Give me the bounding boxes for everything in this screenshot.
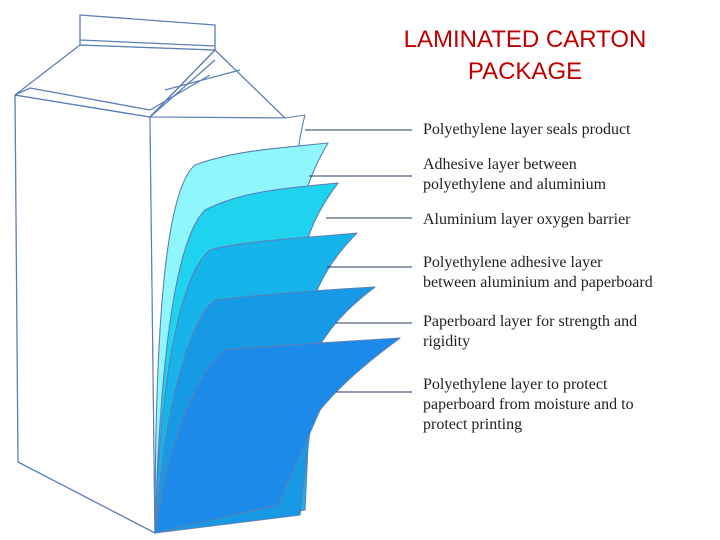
layer-label-5: Polyethylene layer to protect paperboard… <box>423 375 718 435</box>
layer-label-0-line-1: Polyethylene layer seals product <box>423 121 631 138</box>
diagram-title-line-2: PACKAGE <box>467 58 583 85</box>
layer-label-1-line-2: polyethylene and aluminium <box>423 176 607 193</box>
layer-label-1-line-1: Adhesive layer between <box>423 156 577 173</box>
layer-label-0: Polyethylene layer seals product <box>423 120 718 140</box>
layer-label-1: Adhesive layer between polyethylene and … <box>423 155 718 195</box>
layer-label-4-line-2: rigidity <box>423 333 471 350</box>
layer-label-2: Aluminium layer oxygen barrier <box>423 210 718 230</box>
layer-label-2-line-1: Aluminium layer oxygen barrier <box>423 211 631 228</box>
carton-front-face <box>14 94 156 534</box>
layer-label-3: Polyethylene adhesive layer between alum… <box>423 253 718 293</box>
leader-lines <box>305 129 412 393</box>
layer-label-5-line-1: Polyethylene layer to protect <box>423 376 608 393</box>
carton-roof-crease-4 <box>164 69 241 91</box>
diagram-title: LAMINATED CARTON PACKAGE <box>340 24 710 88</box>
carton-fin-crease <box>79 39 216 47</box>
carton-roof-crease <box>14 87 151 111</box>
layer-label-4-line-1: Paperboard layer for strength and <box>423 313 638 330</box>
layer-label-3-line-2: between aluminium and paperboard <box>423 274 653 291</box>
layer-label-4: Paperboard layer for strength and rigidi… <box>423 312 718 352</box>
layer-label-3-line-1: Polyethylene adhesive layer <box>423 254 603 271</box>
layer-label-5-line-2: paperboard from moisture and to <box>423 396 634 413</box>
diagram-title-line-1: LAMINATED CARTON <box>403 26 647 53</box>
layer-label-5-line-3: protect printing <box>423 416 523 433</box>
carton-roof-crease-2 <box>149 59 216 118</box>
carton-outline <box>14 14 286 534</box>
layer-stack <box>149 114 401 534</box>
layer-5 <box>154 337 401 534</box>
